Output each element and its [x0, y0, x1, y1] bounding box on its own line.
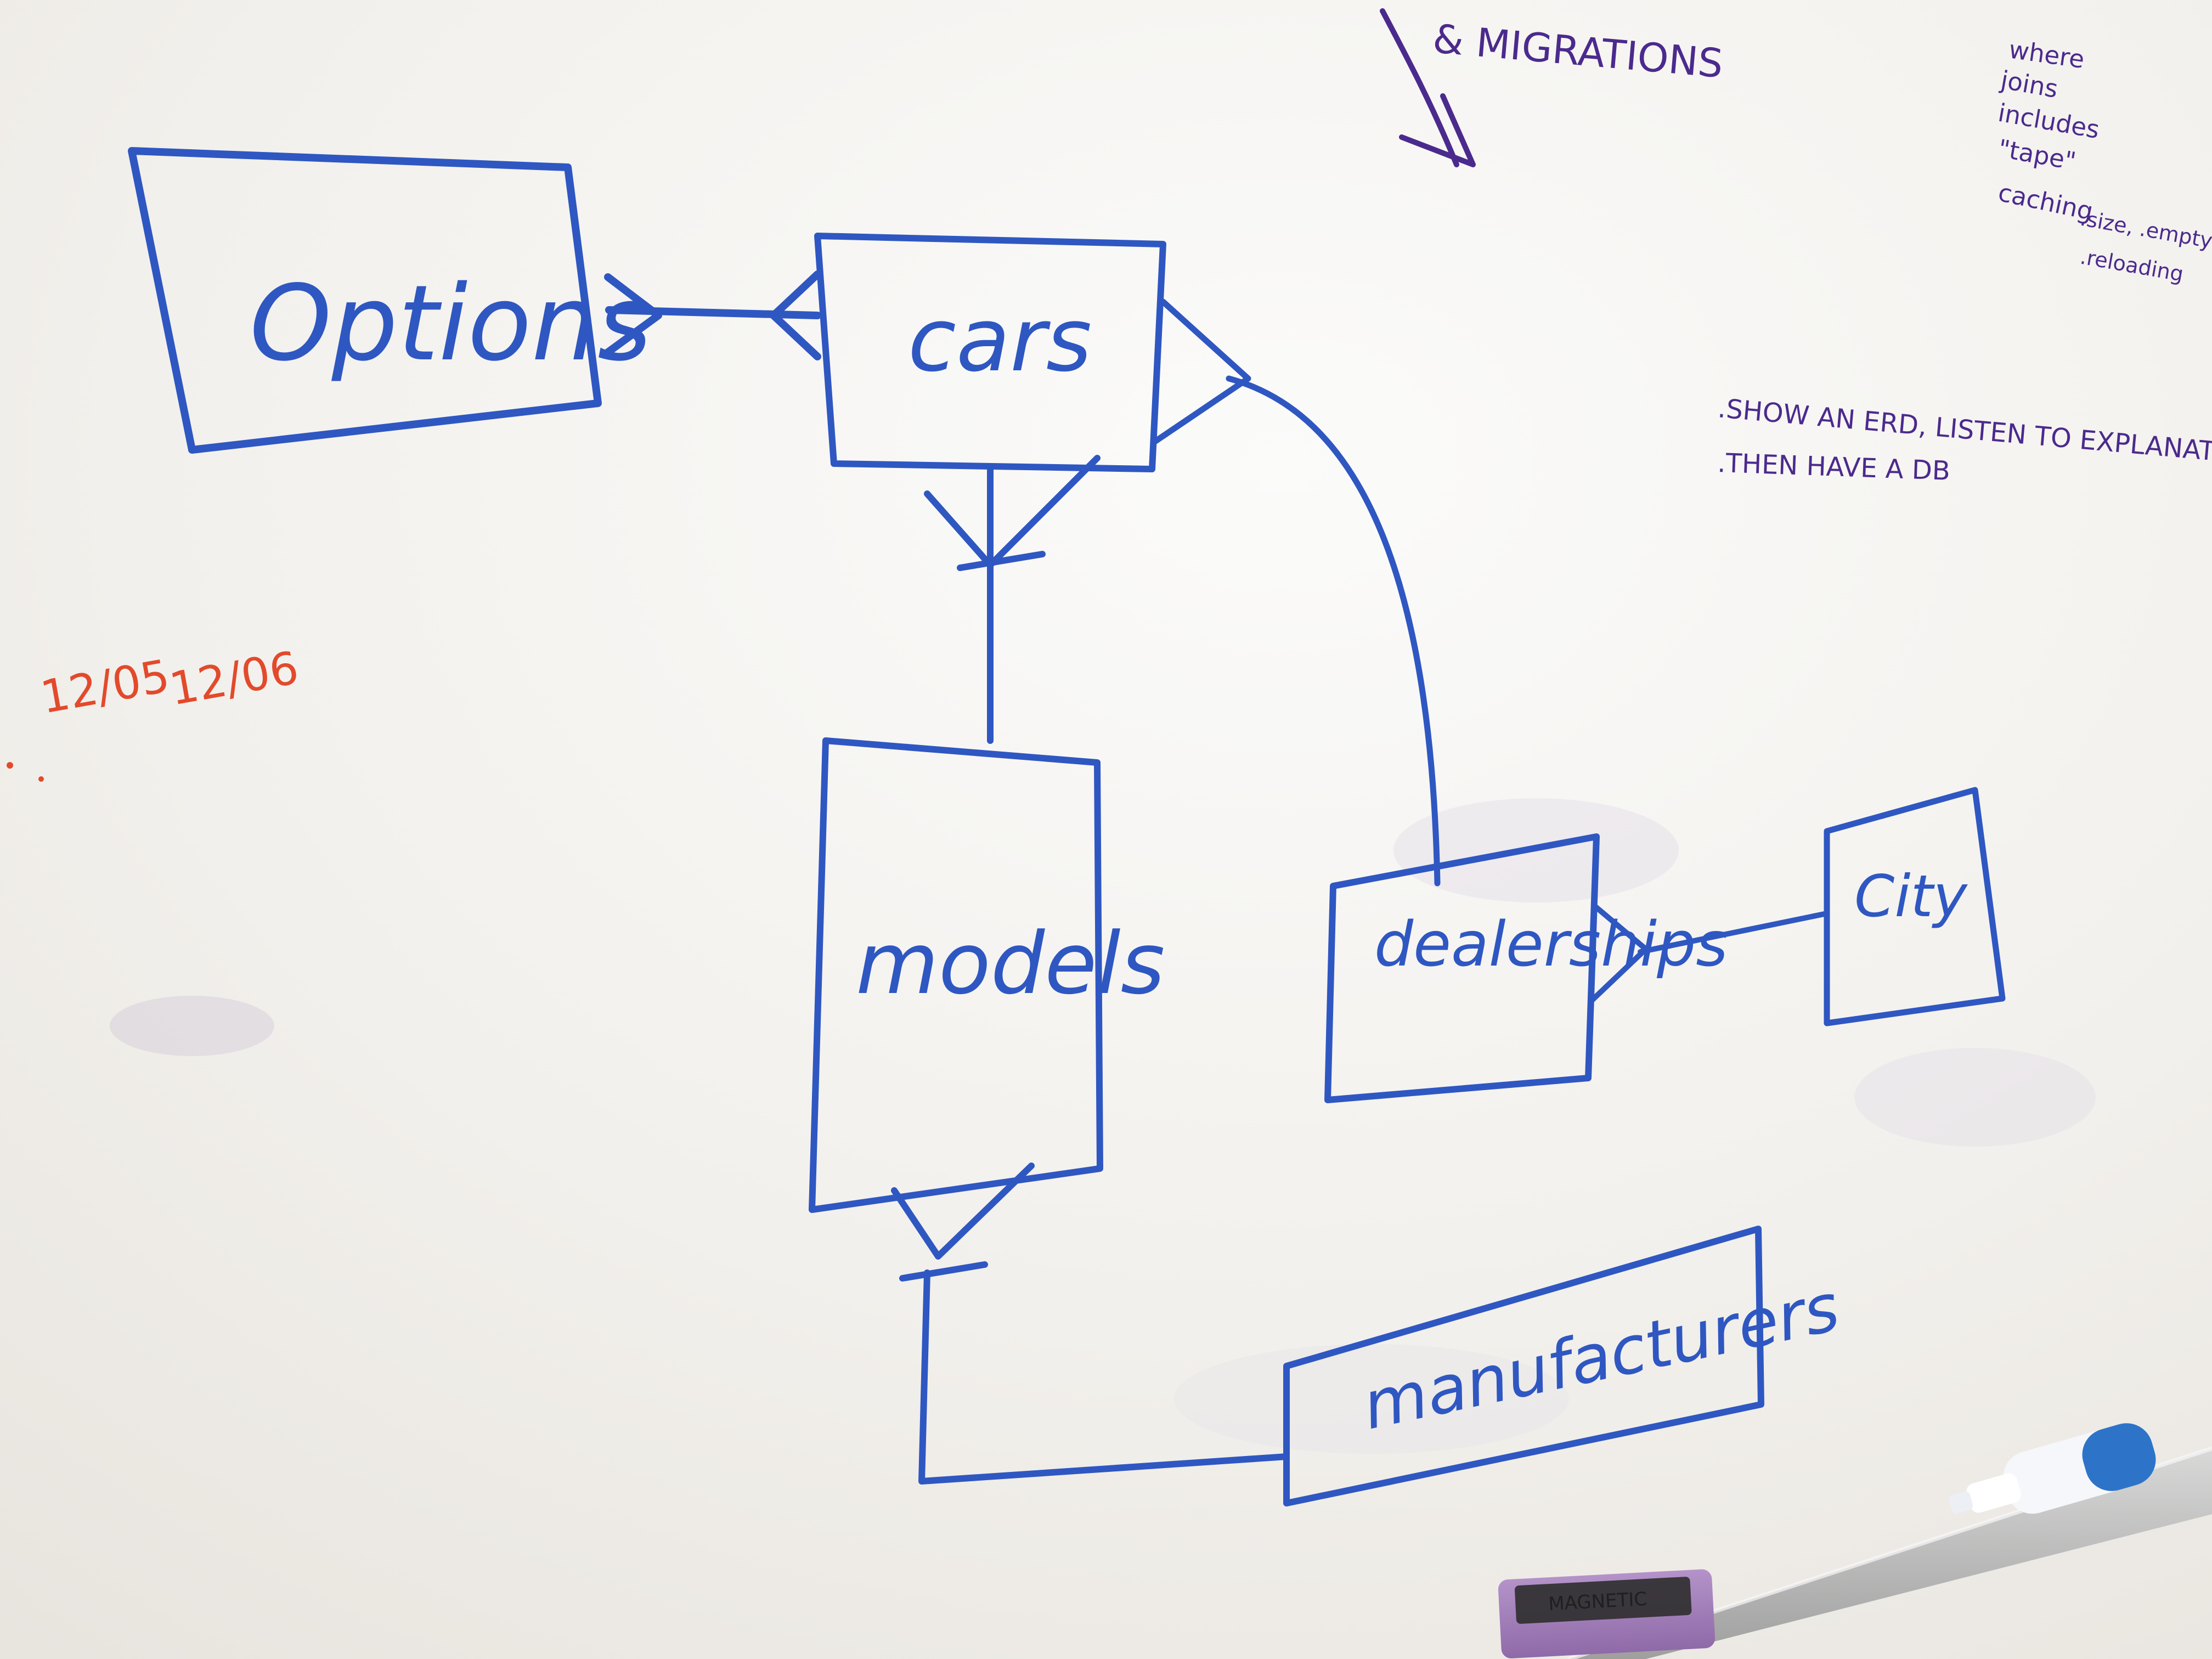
models-manufacturers-crowfoot	[891, 1163, 1035, 1260]
dealerships-label: dealerships	[1374, 909, 1728, 980]
dealerships-box	[1324, 833, 1600, 1103]
cars-crowfoot-left	[770, 270, 821, 360]
models-manufacturers-bar	[899, 1261, 988, 1282]
eraser: MAGNETIC	[1498, 1569, 1716, 1658]
eraser-label: MAGNETIC	[1548, 1588, 1647, 1615]
red-mark-dot	[7, 762, 13, 769]
red-mark-dot-2	[38, 776, 44, 782]
cars-box	[814, 233, 1166, 472]
erd-diagram	[128, 147, 2006, 1506]
options-cars-line	[605, 306, 821, 319]
board-smudges	[110, 798, 2096, 1454]
marker-tray-area: MAGNETIC	[1498, 1423, 2212, 1659]
migrations-arrow-head	[1399, 93, 1476, 167]
options-box	[128, 147, 602, 454]
city-label: City	[1854, 863, 1968, 930]
models-box	[809, 737, 1103, 1213]
cars-dealerships-line	[1226, 375, 1441, 887]
city-box	[1824, 787, 2006, 1026]
options-label: Options	[250, 263, 652, 384]
dealerships-city-crowfoot	[1588, 902, 1649, 1004]
cars-dealerships-crowfoot	[1152, 298, 1251, 445]
migrations-arrow-line	[1380, 8, 1459, 167]
models-manufacturers-line	[918, 1269, 1290, 1485]
models-label: models	[856, 914, 1165, 1013]
cars-models-bar	[957, 551, 1046, 571]
cars-label: cars	[908, 289, 1092, 391]
dealerships-city-line	[1638, 911, 1830, 955]
options-crowfoot	[602, 273, 662, 358]
cleaner-bottle	[1948, 1423, 2156, 1514]
